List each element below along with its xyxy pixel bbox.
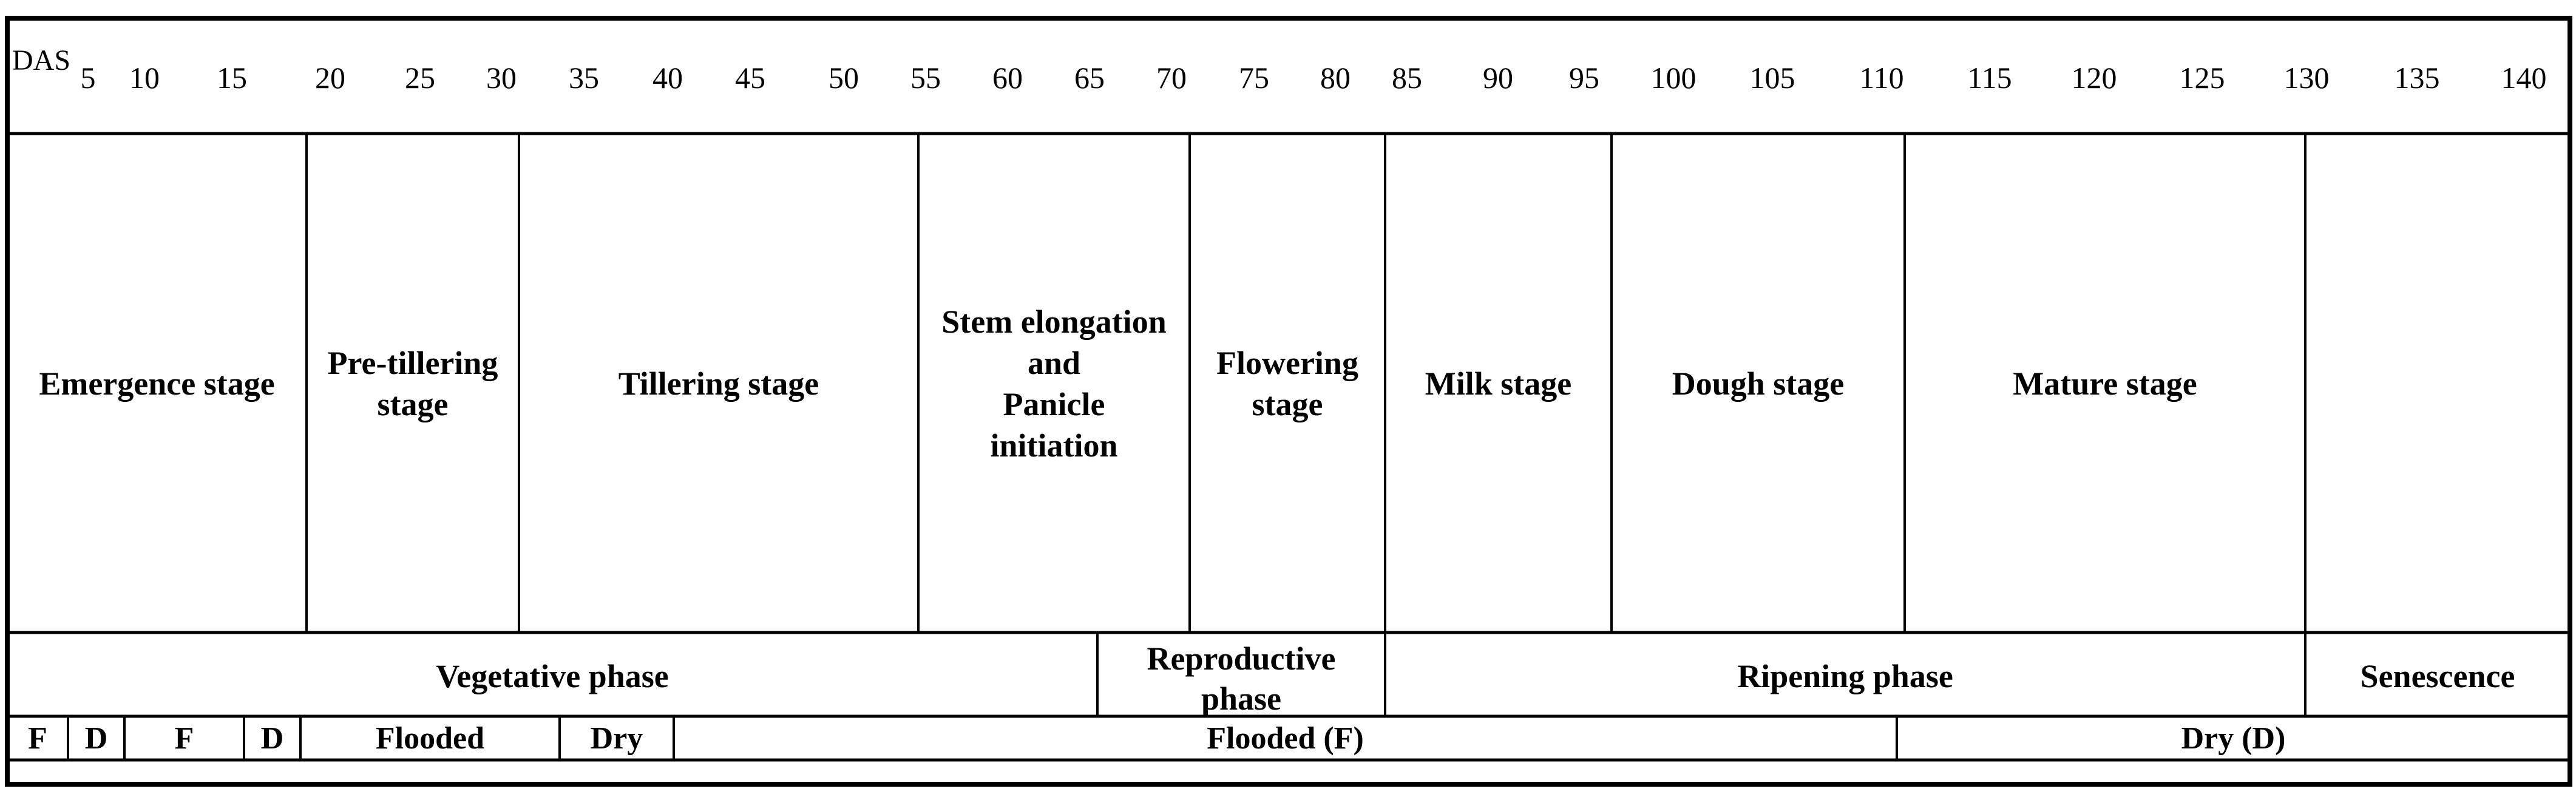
phase-label: Reproductive [1147, 640, 1336, 677]
das-tick-label: 135 [2395, 61, 2440, 95]
water-regime-label: F [175, 721, 194, 756]
das-tick-label: 110 [1859, 61, 1903, 95]
stage-label: and [1028, 345, 1080, 381]
das-tick-label: 70 [1156, 61, 1187, 95]
stage-label: Emergence stage [39, 365, 274, 402]
stage-label: Panicle [1003, 386, 1105, 422]
water-regime-label: D [85, 721, 108, 756]
das-tick-labels: 5 10 15 20 25 30 35 40 45 50 55 60 65 70 75 80 85 90 95 100… [81, 61, 2547, 95]
phase-dividers [1096, 633, 2307, 716]
stage-label: Tillering stage [619, 365, 819, 402]
das-tick-label: 45 [735, 61, 765, 95]
das-tick-label: 125 [2180, 61, 2225, 95]
stage-label: stage [1252, 386, 1323, 422]
das-tick-label: 120 [2072, 61, 2117, 95]
water-regime-label: Flooded (F) [1207, 721, 1364, 756]
das-tick-label: 15 [217, 61, 247, 95]
water-regime-labels: F D F D Flooded Dry Flooded (F) Dry (D) [28, 721, 2285, 756]
das-tick-label: 10 [129, 61, 160, 95]
das-tick-label: 35 [569, 61, 599, 95]
stage-label: initiation [990, 427, 1117, 464]
phase-label: Ripening phase [1737, 658, 1953, 694]
water-regime-dividers [67, 716, 1898, 760]
stage-label: Stem elongation [941, 304, 1167, 340]
das-tick-label: 85 [1392, 61, 1422, 95]
das-tick-label: 25 [405, 61, 435, 95]
water-regime-label: Dry (D) [2181, 721, 2286, 756]
stage-label: Flowering [1216, 345, 1358, 381]
outer-frame [5, 16, 2572, 787]
das-tick-label: 140 [2501, 61, 2547, 95]
phase-label: Vegetative phase [436, 658, 668, 694]
das-tick-label: 95 [1569, 61, 1599, 95]
stage-dividers [305, 134, 2307, 633]
water-regime-label: Dry [591, 721, 643, 756]
stage-label: Mature stage [2013, 365, 2197, 402]
phase-label: phase [1201, 680, 1281, 717]
das-tick-label: 30 [486, 61, 517, 95]
das-tick-label: 55 [910, 61, 941, 95]
water-regime-label: F [28, 721, 47, 756]
das-tick-label: 90 [1483, 61, 1513, 95]
water-regime-label: Flooded [376, 721, 484, 756]
stage-labels: Emergence stage Pre-tillering stage Tilleri… [39, 304, 2197, 464]
das-tick-label: 65 [1074, 61, 1105, 95]
das-label: DAS [12, 44, 70, 76]
das-tick-label: 75 [1239, 61, 1269, 95]
das-tick-label: 105 [1750, 61, 1795, 95]
das-tick-label: 20 [315, 61, 345, 95]
water-regime-label: D [261, 721, 284, 756]
stage-label: stage [378, 386, 449, 422]
das-tick-label: 115 [1967, 61, 2012, 95]
das-tick-label: 5 [81, 61, 96, 95]
stage-label: Milk stage [1425, 365, 1571, 402]
das-tick-label: 50 [829, 61, 859, 95]
phase-label: Senescence [2361, 658, 2515, 694]
das-tick-label: 40 [652, 61, 683, 95]
das-tick-label: 60 [992, 61, 1023, 95]
das-tick-label: 100 [1651, 61, 1696, 95]
das-tick-label: 130 [2284, 61, 2330, 95]
stage-label: Pre-tillering [328, 345, 498, 381]
das-tick-label: 80 [1320, 61, 1351, 95]
stage-label: Dough stage [1672, 365, 1845, 402]
